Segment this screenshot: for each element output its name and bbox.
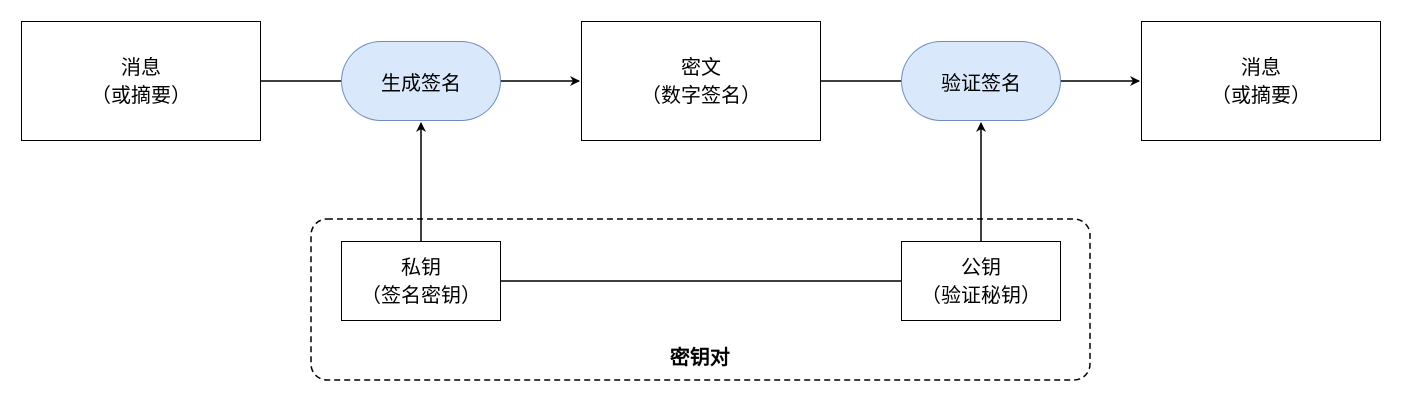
- verify-signature-label: 验证签名: [941, 70, 1021, 95]
- key-pair-group-label: 密钥对: [670, 345, 730, 369]
- message-output-subtitle: （或摘要）: [1211, 83, 1311, 107]
- generate-signature-node: 生成签名: [341, 41, 501, 121]
- message-output-title: 消息: [1241, 55, 1281, 79]
- key-pair-group-border: [310, 218, 1091, 381]
- public-key-box: 公钥 （验证秘钥）: [901, 241, 1061, 321]
- generate-signature-label: 生成签名: [381, 70, 461, 95]
- ciphertext-title: 密文: [681, 55, 721, 79]
- ciphertext-subtitle: （数字签名）: [641, 83, 761, 107]
- private-key-title: 私钥: [401, 255, 441, 279]
- message-input-title: 消息: [121, 55, 161, 79]
- private-key-box: 私钥 （签名密钥）: [341, 241, 501, 321]
- public-key-subtitle: （验证秘钥）: [921, 283, 1041, 307]
- ciphertext-box: 密文 （数字签名）: [581, 21, 821, 141]
- public-key-title: 公钥: [961, 255, 1001, 279]
- message-input-box: 消息 （或摘要）: [21, 21, 261, 141]
- private-key-subtitle: （签名密钥）: [361, 283, 481, 307]
- verify-signature-node: 验证签名: [901, 41, 1061, 121]
- message-input-subtitle: （或摘要）: [91, 83, 191, 107]
- message-output-box: 消息 （或摘要）: [1141, 21, 1381, 141]
